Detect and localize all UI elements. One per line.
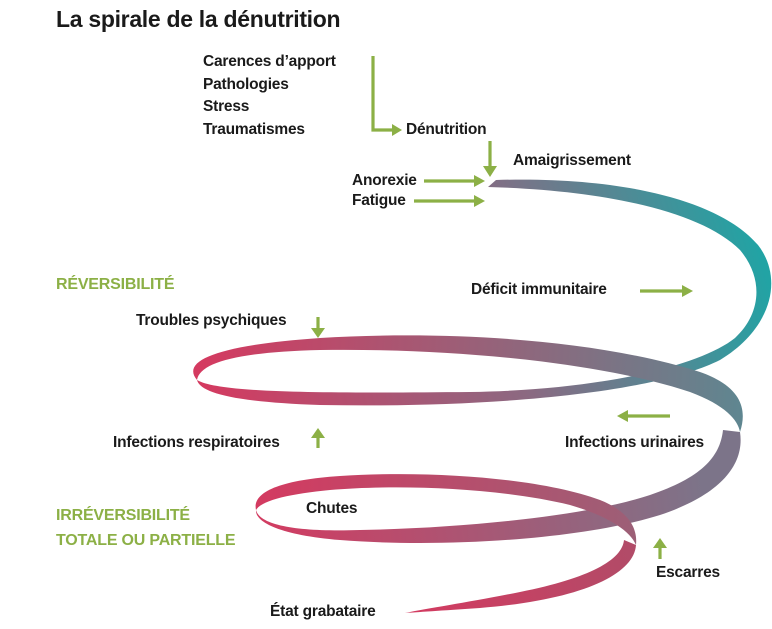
arrow-left-icon <box>617 410 628 422</box>
spiral-band-loop-2 <box>255 474 637 545</box>
zone-irreversibilite-line1: IRRÉVERSIBILITÉ <box>56 507 190 524</box>
label-infections-respiratoires: Infections respiratoires <box>113 434 280 451</box>
causes-list: Carences d’apport Pathologies Stress Tra… <box>203 51 336 141</box>
cause-item: Pathologies <box>203 75 289 93</box>
arrow-up-icon <box>311 428 325 438</box>
arrow-right-icon <box>682 285 693 297</box>
page-title: La spirale de la dénutrition <box>56 6 341 32</box>
label-amaigrissement: Amaigrissement <box>513 152 631 169</box>
label-fatigue: Fatigue <box>352 192 406 209</box>
spiral-band-loop-1 <box>193 335 743 432</box>
spiral-band-tail <box>405 540 636 613</box>
zone-reversibilite: RÉVERSIBILITÉ <box>56 276 175 293</box>
cause-item: Carences d’apport <box>203 53 336 70</box>
label-troubles-psychiques: Troubles psychiques <box>136 312 287 329</box>
arrow-right-icon <box>392 124 402 136</box>
label-anorexie: Anorexie <box>352 172 417 189</box>
label-deficit-immunitaire: Déficit immunitaire <box>471 281 607 298</box>
cause-item: Traumatismes <box>203 120 305 138</box>
label-infections-urinaires: Infections urinaires <box>565 434 704 451</box>
cause-item: Stress <box>203 98 250 115</box>
label-etat-grabataire: État grabataire <box>270 603 376 620</box>
arrow-causes-connector <box>371 56 392 132</box>
arrow-down-icon <box>483 166 497 177</box>
arrow-right-icon <box>474 195 485 207</box>
label-escarres: Escarres <box>656 564 720 581</box>
arrow-right-icon <box>474 175 485 187</box>
label-chutes: Chutes <box>306 500 358 517</box>
label-denutrition: Dénutrition <box>406 121 487 138</box>
arrow-down-icon <box>311 328 325 338</box>
arrow-up-icon <box>653 538 667 548</box>
zone-irreversibilite-line2: TOTALE OU PARTIELLE <box>56 532 236 549</box>
